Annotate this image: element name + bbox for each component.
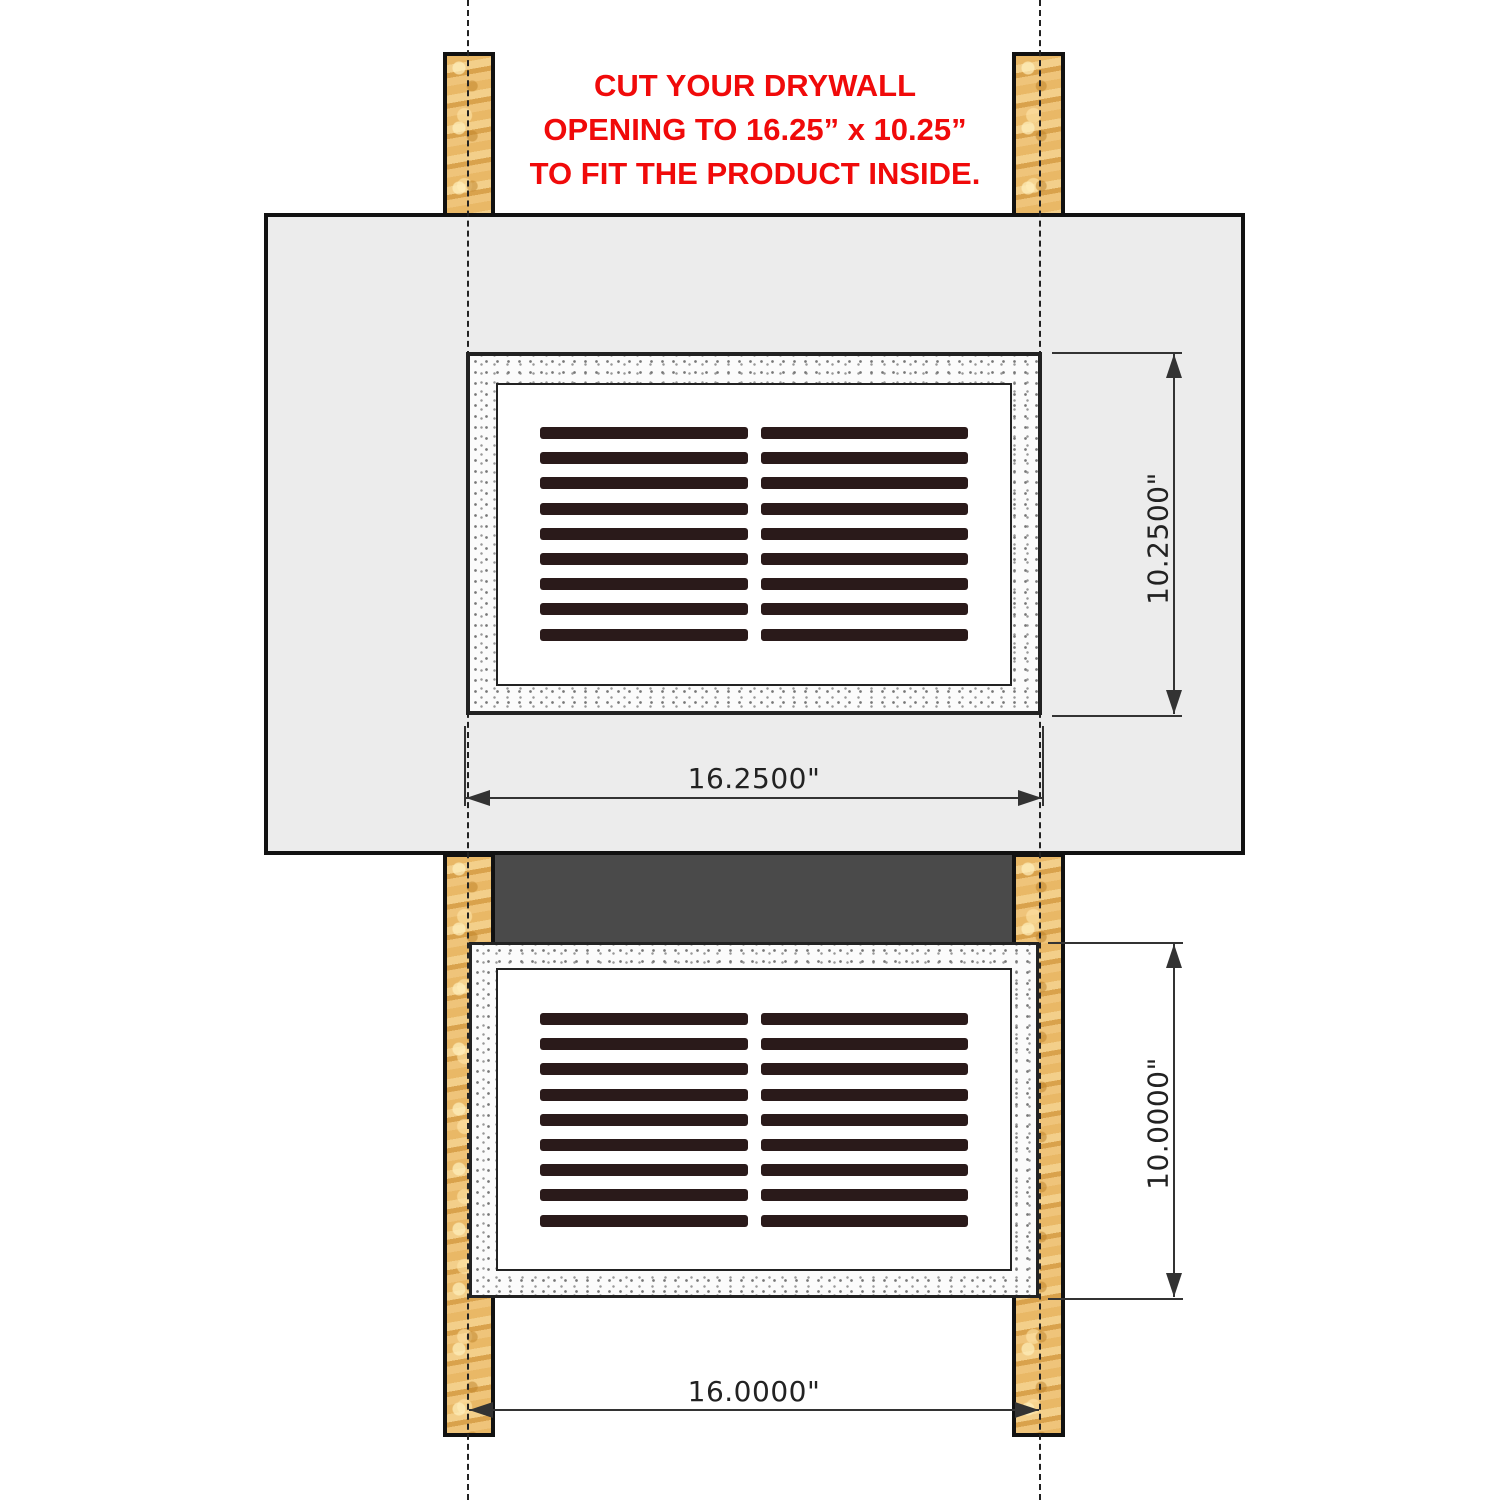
dim-ext-line — [464, 726, 466, 806]
grille-slat — [761, 1164, 968, 1177]
grille-slat — [540, 1038, 748, 1051]
arrow-left-icon — [466, 790, 490, 806]
drywall-height-label: 10.2500" — [1141, 472, 1175, 605]
grille-slat — [540, 553, 748, 565]
grille-slat — [540, 1113, 748, 1126]
grille-slat — [761, 452, 968, 465]
grille-slat — [761, 1113, 968, 1126]
cut-instruction: CUT YOUR DRYWALL OPENING TO 16.25” x 10.… — [500, 64, 1010, 196]
arrow-up-icon — [1166, 354, 1182, 378]
grille-slat — [761, 502, 968, 515]
dim-line-vertical — [1173, 944, 1175, 1297]
grille-slat — [761, 553, 968, 565]
arrow-left-icon — [469, 1402, 493, 1418]
grille-slat — [540, 603, 748, 616]
duct-gap — [495, 855, 1012, 942]
grille-slat — [540, 452, 748, 465]
arrow-right-icon — [1018, 790, 1042, 806]
grille-slat — [540, 1013, 748, 1025]
grille-slat — [540, 527, 748, 540]
stud-spacing-label: 16.0000" — [687, 1375, 821, 1408]
grille-slat — [761, 1038, 968, 1051]
arrow-right-icon — [1015, 1402, 1039, 1418]
grille-slat — [761, 527, 968, 540]
grille-slat — [761, 1189, 968, 1202]
grille-slat — [761, 427, 968, 439]
dim-ext-line — [1052, 352, 1182, 354]
left-stud-top — [443, 52, 495, 217]
right-stud-top — [1012, 52, 1065, 217]
dim-ext-line — [1042, 726, 1044, 806]
grille-slat — [540, 1164, 748, 1177]
grille-slat — [761, 1139, 968, 1151]
duct-height-label: 10.0000" — [1141, 1057, 1175, 1190]
left-stud-centerline — [467, 0, 469, 1500]
instruction-line-2: OPENING TO 16.25” x 10.25” — [543, 112, 967, 147]
grille-slat — [540, 1088, 748, 1101]
grille-slat — [761, 1088, 968, 1101]
grille-slat — [540, 578, 748, 591]
instruction-line-1: CUT YOUR DRYWALL — [593, 68, 917, 103]
grille-slat — [761, 1214, 968, 1227]
grille-slat — [761, 477, 968, 490]
instruction-line-3: TO FIT THE PRODUCT INSIDE. — [529, 156, 981, 191]
dim-ext-line — [1048, 942, 1183, 944]
grille-slat — [540, 1139, 748, 1151]
dim-ext-line — [1052, 715, 1182, 717]
dim-ext-line — [1048, 1298, 1183, 1300]
grille-slat — [540, 628, 748, 641]
right-stud-centerline — [1039, 0, 1041, 1500]
arrow-down-icon — [1166, 690, 1182, 714]
grille-slat — [540, 1189, 748, 1202]
grille-slat — [540, 477, 748, 490]
grille-slat — [540, 1063, 748, 1076]
dim-line-horizontal — [466, 797, 1042, 799]
grille-slat — [540, 502, 748, 515]
dim-line-horizontal — [469, 1409, 1039, 1411]
grille-slat — [761, 578, 968, 591]
grille-slat — [761, 1063, 968, 1076]
arrow-up-icon — [1166, 944, 1182, 968]
grille-slat — [540, 427, 748, 439]
dim-line-vertical — [1173, 354, 1175, 714]
drywall-width-label: 16.2500" — [687, 762, 821, 795]
arrow-down-icon — [1166, 1273, 1182, 1297]
grille-slat — [761, 628, 968, 641]
grille-slat — [761, 603, 968, 616]
grille-slat — [761, 1013, 968, 1025]
grille-slat — [540, 1214, 748, 1227]
